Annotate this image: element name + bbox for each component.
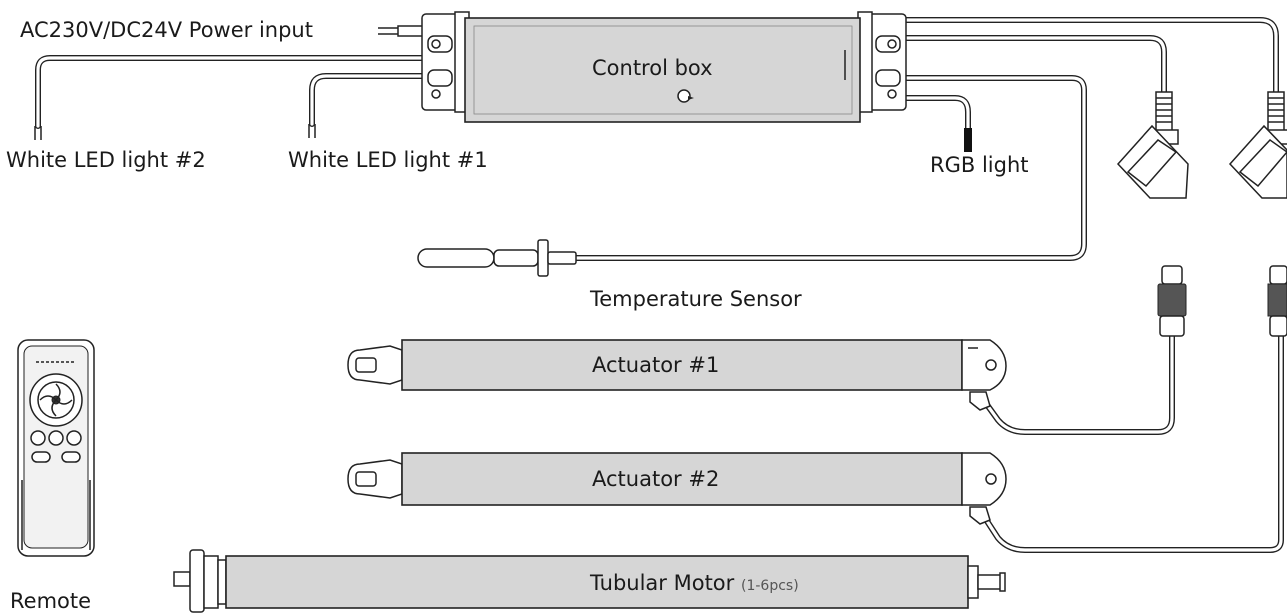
actuator-1-label: Actuator #1 <box>592 353 719 377</box>
temperature-sensor-wire <box>572 75 1087 261</box>
remote-label: Remote <box>10 589 91 613</box>
tubular-motor-label: Tubular Motor (1-6pcs) <box>589 571 799 595</box>
temperature-sensor <box>417 239 577 277</box>
actuator-cable-2 <box>872 17 1284 553</box>
remote-control <box>17 339 95 557</box>
control-box <box>421 11 907 123</box>
actuator-cable-1 <box>872 35 1175 435</box>
temperature-sensor-label: Temperature Sensor <box>589 287 802 311</box>
white-led-2-wire <box>34 55 451 140</box>
white-led-1-label: White LED light #1 <box>288 148 488 172</box>
status-led-icon <box>677 89 691 103</box>
white-led-1-wire <box>308 73 451 138</box>
connector-2 <box>1228 91 1287 337</box>
actuator-1 <box>347 339 1007 411</box>
power-input-label: AC230V/DC24V Power input <box>20 18 313 42</box>
rgb-light-label: RGB light <box>930 153 1029 177</box>
actuator-2-label: Actuator #2 <box>592 467 719 491</box>
rgb-light-wire <box>872 95 972 152</box>
control-box-label: Control box <box>592 56 713 80</box>
connector-1 <box>1116 91 1189 337</box>
actuator-2 <box>347 452 1007 525</box>
tubular-motor <box>173 549 1006 613</box>
tubular-motor-qty: (1-6pcs) <box>741 578 799 594</box>
white-led-2-label: White LED light #2 <box>6 148 206 172</box>
